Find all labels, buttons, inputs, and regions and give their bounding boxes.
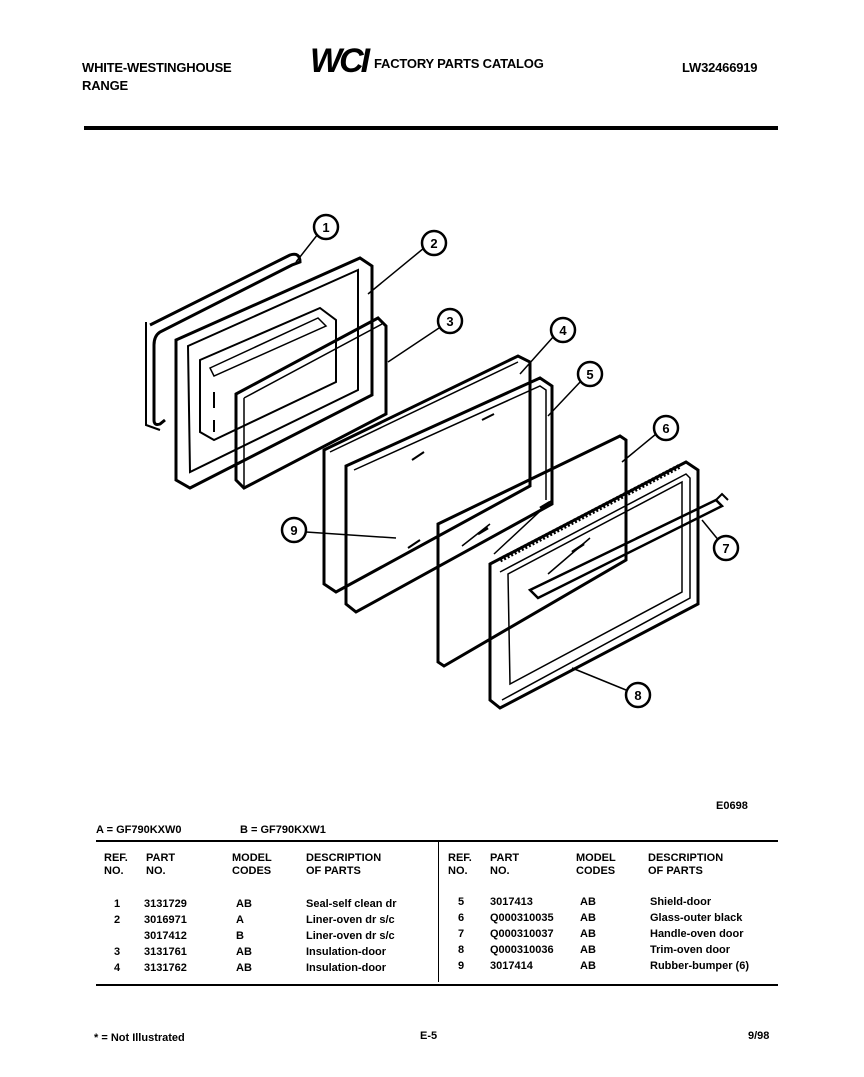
svg-text:5: 5 [586, 367, 593, 382]
part-trim [488, 460, 700, 710]
diagram-code: E0698 [716, 800, 748, 812]
callout-5: 5 [576, 360, 604, 388]
model-a: A = GF790KXW0 [96, 824, 182, 836]
callout-4: 4 [549, 316, 577, 344]
part-glass [436, 434, 628, 668]
header-ref: REF.NO. [104, 852, 128, 877]
svg-text:4: 4 [559, 323, 567, 338]
part-insulation-door [322, 354, 532, 594]
model-b: B = GF790KXW1 [240, 824, 326, 836]
callout-9: 9 [280, 516, 308, 544]
svg-text:1: 1 [322, 220, 329, 235]
leader-lines [295, 233, 721, 691]
logo-text: WCI [310, 42, 372, 78]
part-seal [145, 252, 302, 431]
svg-text:2: 2 [430, 236, 437, 251]
callout-7: 7 [712, 534, 740, 562]
callout-8: 8 [624, 681, 652, 709]
table-top-rule [96, 840, 778, 842]
catalog-title: FACTORY PARTS CATALOG [374, 56, 544, 71]
footer-date: 9/98 [748, 1030, 770, 1042]
part-liner [174, 256, 374, 490]
callouts: 1 2 3 4 5 6 7 8 9 [280, 213, 740, 709]
callout-3: 3 [436, 307, 464, 335]
callout-2: 2 [420, 229, 448, 257]
header-rule [84, 126, 778, 130]
table-divider [438, 842, 439, 982]
svg-text:8: 8 [634, 688, 641, 703]
svg-text:6: 6 [662, 421, 669, 436]
header-ref-right: REF.NO. [448, 852, 472, 877]
callout-6: 6 [652, 414, 680, 442]
svg-text:7: 7 [722, 541, 729, 556]
svg-text:3: 3 [446, 314, 453, 329]
document-number: LW32466919 [682, 60, 758, 75]
callout-1: 1 [312, 213, 340, 241]
part-shield [344, 376, 554, 614]
svg-text:9: 9 [290, 523, 297, 538]
brand-name: WHITE-WESTINGHOUSE [82, 60, 232, 75]
part-handle [527, 492, 729, 600]
table-bottom-rule [96, 984, 778, 986]
product-type: RANGE [82, 78, 128, 93]
footer-note: * = Not Illustrated [94, 1032, 185, 1044]
wci-logo: WCI [310, 42, 374, 78]
page-number: E-5 [420, 1030, 438, 1042]
part-insulation [234, 316, 388, 490]
